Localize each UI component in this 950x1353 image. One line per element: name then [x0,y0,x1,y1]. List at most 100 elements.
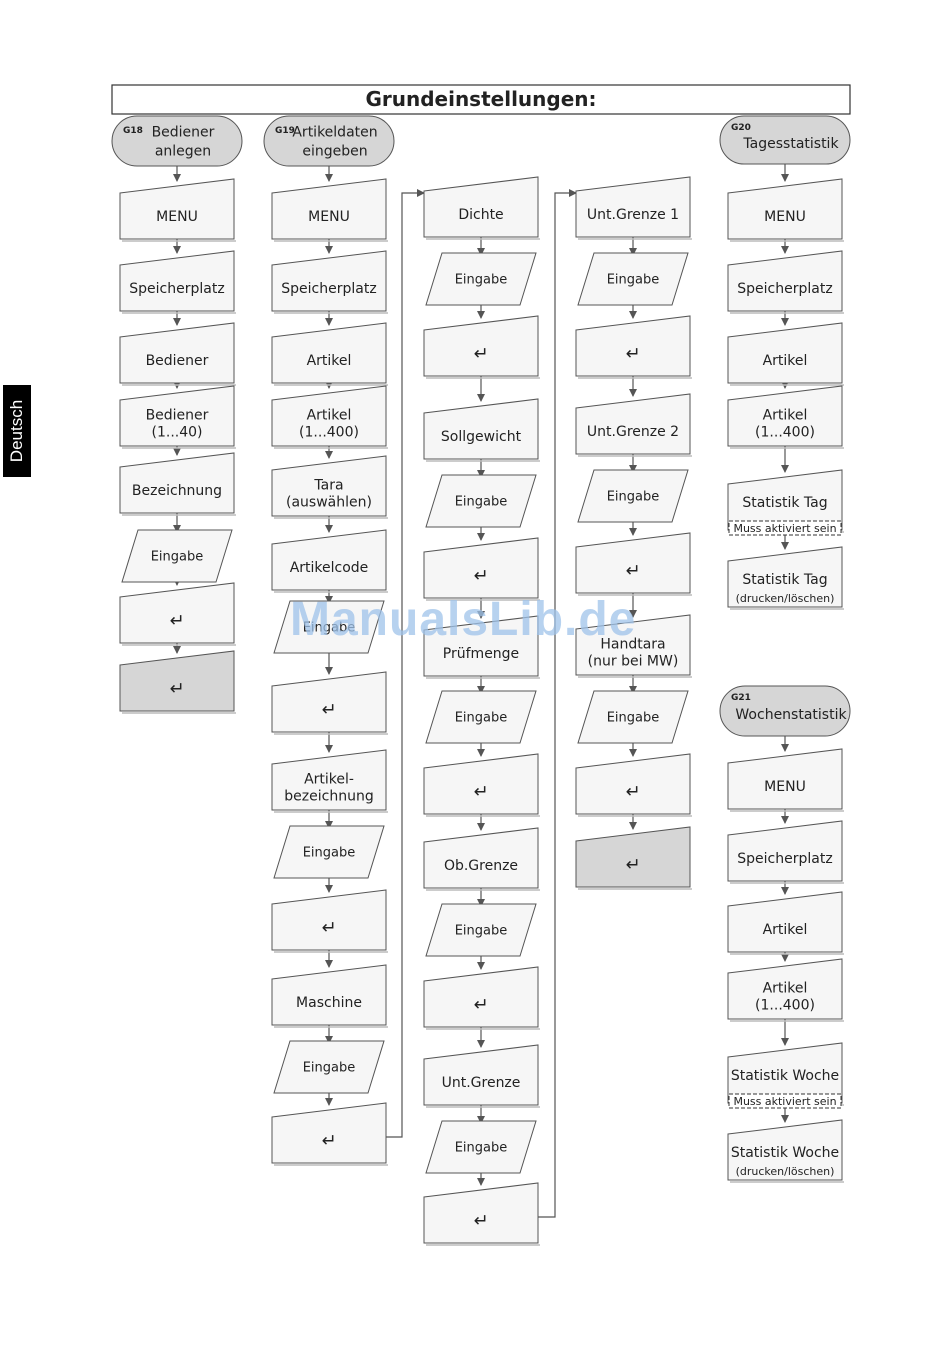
step-manual-g18-1: Speicherplatz [119,250,236,314]
node-label: Eingabe [151,550,204,565]
manual-input-shape [271,455,387,517]
step-manual-g19b-6: Prüfmenge [423,615,540,679]
manual-input-shape [727,469,843,531]
manual-input-shape [727,250,843,312]
step-input-g19b-1: Eingabe [425,252,537,306]
node-label: Tara [313,477,343,493]
step-input-g19c-7: Eingabe [577,690,689,744]
node-label: Prüfmenge [443,646,519,662]
step-manual-g21-2: Artikel [727,891,844,955]
node-label: (1...400) [299,424,359,440]
node-label: MENU [156,209,198,225]
manual-input-shape [423,966,539,1028]
manual-input-shape [271,671,387,733]
manual-input-shape [271,749,387,811]
step-enter-g19b-14: ↵ [423,1182,540,1246]
node-label: Artikel [763,407,808,423]
node-label: Eingabe [455,1141,508,1156]
node-label: ↵ [473,781,488,802]
step-input-g19-6: Eingabe [273,600,385,654]
node-label: ↵ [473,994,488,1015]
step-enter-g19-10: ↵ [271,889,388,953]
node-sublabel: (drucken/löschen) [736,1165,835,1178]
terminator-label: anlegen [155,144,211,160]
manual-input-shape [119,582,235,644]
manual-input-shape [727,385,843,447]
step-code: G21 [731,693,751,703]
node-label: Unt.Grenze 2 [587,424,679,440]
node-label: Eingabe [303,621,356,636]
node-label: Eingabe [607,490,660,505]
input-parallelogram [425,690,537,744]
step-manual-g20-5: Statistik Tag(drucken/löschen) [727,546,844,610]
manual-input-shape [727,1119,843,1181]
node-label: ↵ [625,854,640,875]
step-enter-g19b-8: ↵ [423,753,540,817]
terminator-label: Bediener [152,125,215,141]
node-label: (auswählen) [286,494,372,510]
manual-input-shape [727,748,843,810]
node-label: Artikel [763,353,808,369]
manual-input-shape [423,827,539,889]
manual-input-shape [727,546,843,608]
step-input-g19c-4: Eingabe [577,469,689,523]
node-label: (1...40) [152,424,203,440]
step-input-g19c-1: Eingabe [577,252,689,306]
manual-input-shape [271,385,387,447]
manual-input-shape [119,650,235,712]
step-manual-g18-3: Bediener(1...40) [119,385,236,449]
step-manual-g19-0: MENU [271,178,388,242]
node-label: ↵ [169,678,184,699]
manual-input-shape [271,1102,387,1164]
node-label: bezeichnung [284,788,373,804]
step-enter-g19b-5: ↵ [423,537,540,601]
input-parallelogram [577,469,689,523]
step-manual-g20-2: Artikel [727,322,844,386]
manual-input-shape [575,532,691,594]
manual-input-shape [575,826,691,888]
step-code: G19 [275,126,295,136]
manual-input-shape [727,891,843,953]
node-label: Bediener [146,353,209,369]
step-enter-g19c-5: ↵ [575,532,692,596]
manual-input-shape [575,614,691,676]
node-label: ↵ [321,917,336,938]
page-title: Grundeinstellungen: [365,87,596,111]
terminator-label: eingeben [302,144,367,160]
manual-input-shape [119,322,235,384]
input-parallelogram [577,252,689,306]
input-parallelogram [273,825,385,879]
manual-input-shape [423,615,539,677]
column-continuation-connector [538,189,577,1218]
activation-note-box [728,1093,842,1109]
node-label: Statistik Woche [731,1068,839,1084]
step-input-g19-9: Eingabe [273,825,385,879]
node-label: Artikel [307,407,352,423]
node-label: Speicherplatz [129,281,224,297]
manual-input-shape [423,176,539,238]
terminator-shape [263,115,395,167]
node-label: Statistik Tag [742,495,827,511]
node-label: Speicherplatz [737,281,832,297]
node-label: Bezeichnung [132,483,222,499]
manual-input-shape [271,178,387,240]
manual-input-shape [271,322,387,384]
step-input-g19-12: Eingabe [273,1040,385,1094]
manual-input-shape [423,398,539,460]
manual-input-shape [727,178,843,240]
node-label: Artikel- [304,771,354,787]
manual-input-shape [423,315,539,377]
node-label: ↵ [321,699,336,720]
node-label: Speicherplatz [737,851,832,867]
node-label: Artikel [763,980,808,996]
step-manual-g19c-6: Handtara(nur bei MW) [575,614,692,678]
manual-input-shape [575,176,691,238]
node-label: ↵ [473,1210,488,1231]
step-enter-shaded-g19c-9: ↵ [575,826,692,890]
node-label: ↵ [473,343,488,364]
step-manual-g18-2: Bediener [119,322,236,386]
